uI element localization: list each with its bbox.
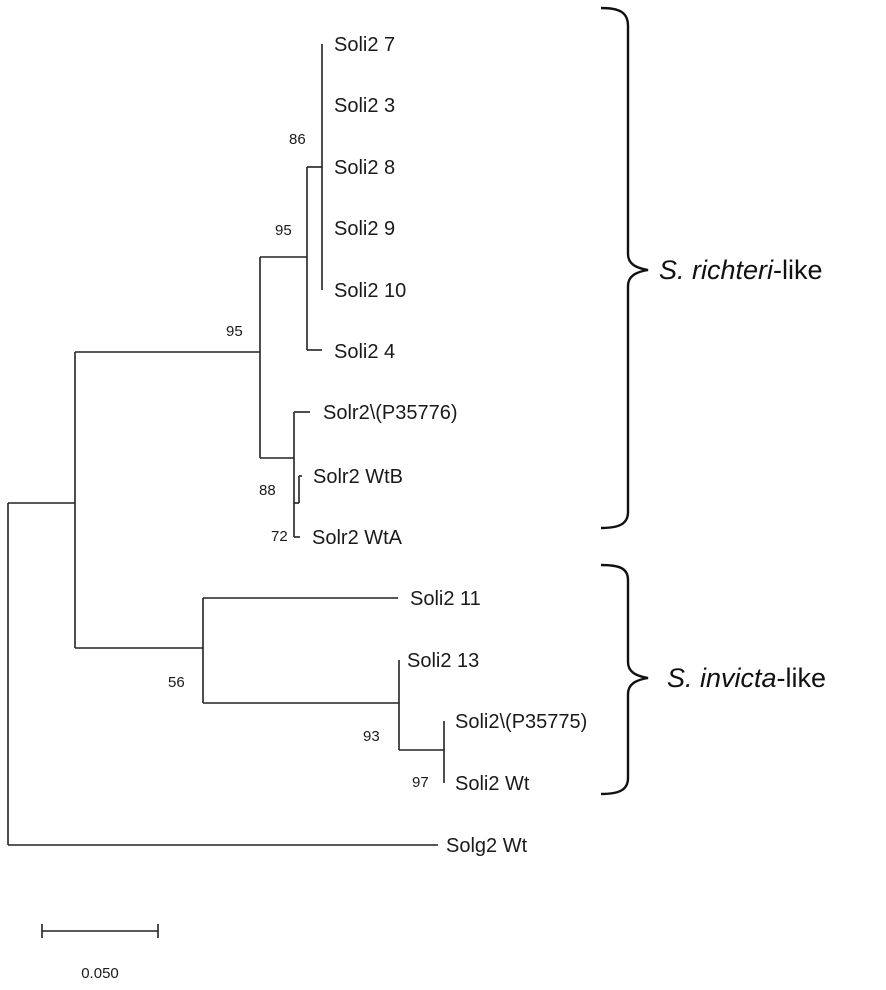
leaf-label: Soli2 7 [334, 34, 395, 56]
support-value: 88 [259, 482, 276, 499]
clade-brackets [600, 6, 649, 796]
support-values: 86 95 95 88 72 56 93 97 [168, 131, 429, 791]
invicta-bracket [600, 563, 649, 796]
support-value: 86 [289, 131, 306, 148]
leaf-label: Solr2\(P35776) [323, 402, 458, 424]
leaf-label: Solg2 Wt [446, 835, 528, 857]
support-value: 93 [363, 728, 380, 745]
clade-label-invicta-species: S. invicta [667, 663, 777, 693]
support-value: 95 [275, 222, 292, 239]
clade-label-richteri-species: S. richteri [659, 255, 774, 285]
invicta-branches [202, 597, 445, 783]
scale-bar-label: 0.050 [81, 965, 119, 982]
scale-bar: 0.050 [41, 924, 159, 982]
leaf-label: Soli2 3 [334, 95, 395, 117]
leaf-label: Soli2\(P35775) [455, 711, 587, 733]
support-value: 72 [271, 528, 288, 545]
leaf-label: Solr2 WtB [313, 466, 403, 488]
support-value: 97 [412, 774, 429, 791]
richteri-branches [259, 44, 323, 538]
backbone-branches [7, 351, 438, 846]
leaf-label: Soli2 4 [334, 341, 395, 363]
leaf-labels: Soli2 7 Soli2 3 Soli2 8 Soli2 9 Soli2 10… [312, 34, 587, 857]
clade-label-richteri: S. richteri-like [659, 255, 823, 285]
leaf-label: Soli2 Wt [455, 773, 530, 795]
richteri-bracket [600, 6, 649, 530]
leaf-label: Soli2 11 [410, 588, 481, 610]
clade-label-invicta: S. invicta-like [667, 663, 826, 693]
clade-label-invicta-suffix: -like [777, 663, 827, 693]
leaf-label: Soli2 13 [407, 650, 479, 672]
leaf-label: Soli2 9 [334, 218, 395, 240]
leaf-label: Soli2 10 [334, 280, 406, 302]
leaf-label: Soli2 8 [334, 157, 395, 179]
support-value: 95 [226, 323, 243, 340]
leaf-label: Solr2 WtA [312, 527, 403, 549]
clade-label-richteri-suffix: -like [773, 255, 823, 285]
support-value: 56 [168, 674, 185, 691]
